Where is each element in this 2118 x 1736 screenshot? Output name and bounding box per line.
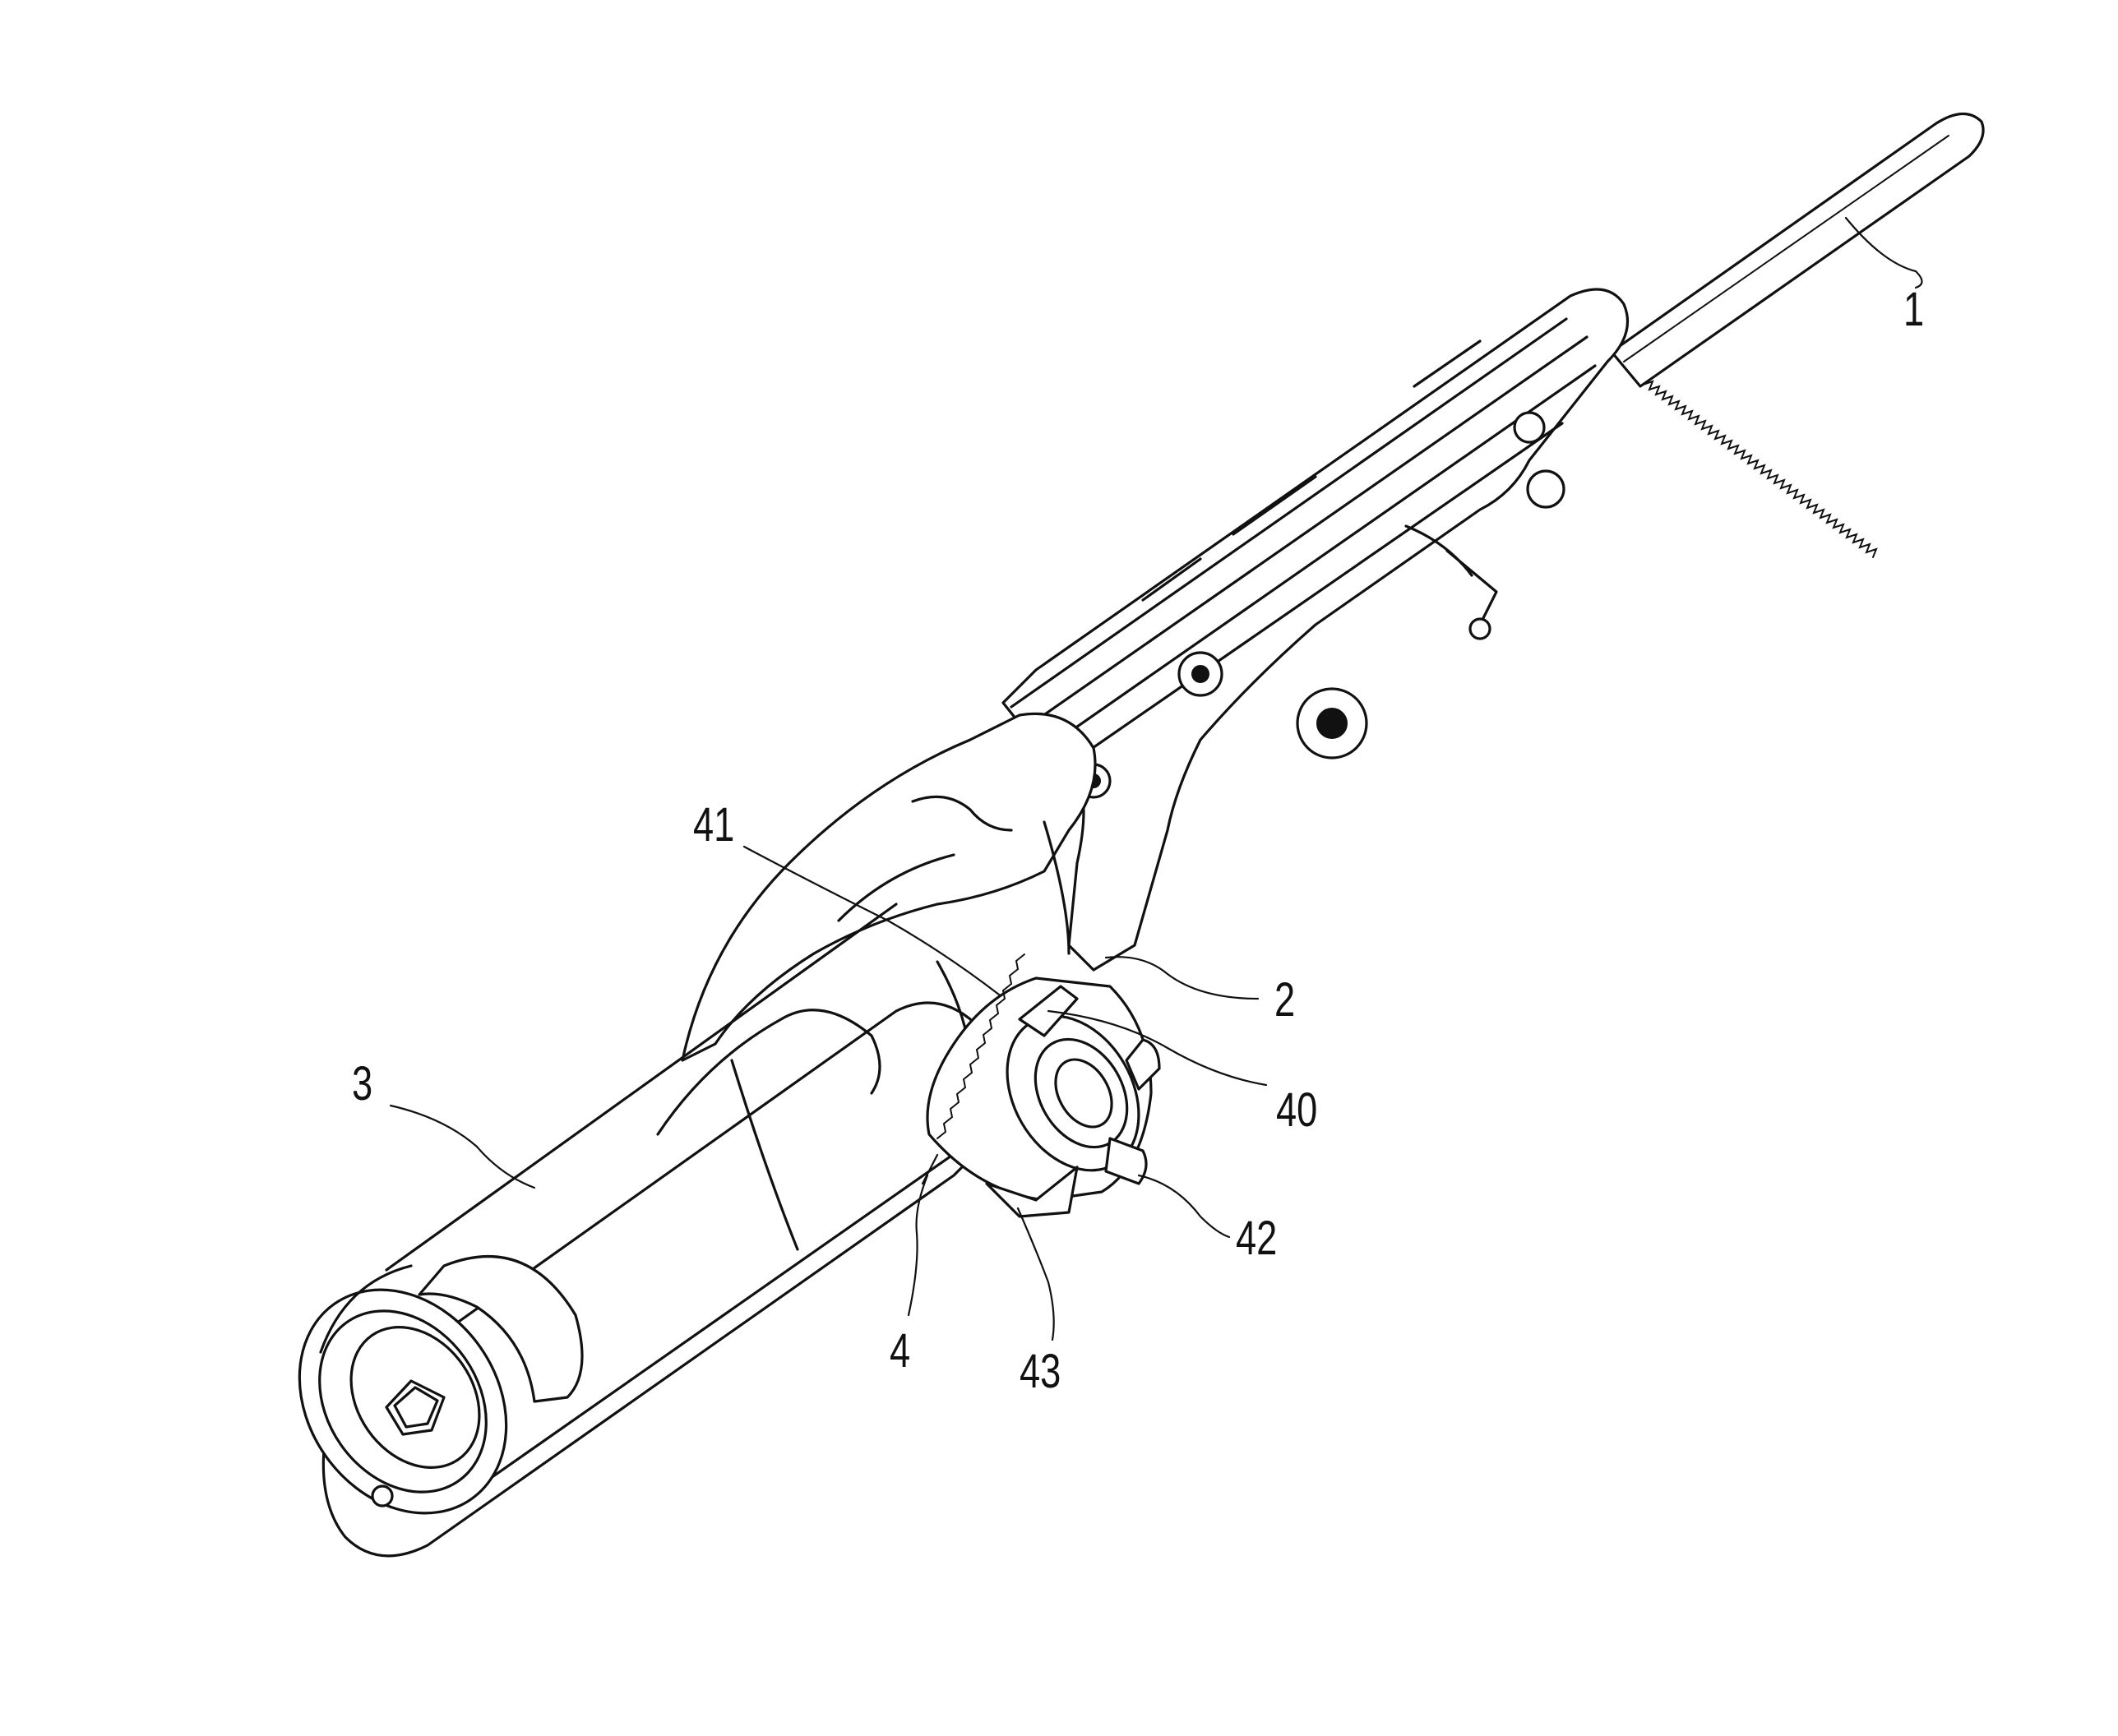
label-3: 3 — [352, 1060, 372, 1108]
leader-3 — [391, 1106, 534, 1188]
label-43: 43 — [1020, 1348, 1061, 1396]
label-41: 41 — [693, 801, 734, 849]
blade — [1612, 113, 1983, 557]
label-1: 1 — [1903, 286, 1924, 334]
label-2: 2 — [1274, 976, 1295, 1024]
adjuster-assembly — [927, 954, 1165, 1217]
label-42: 42 — [1236, 1215, 1277, 1263]
label-40: 40 — [1276, 1087, 1317, 1134]
leader-42 — [1139, 1175, 1229, 1237]
leader-43 — [1018, 1208, 1054, 1340]
arm — [1003, 289, 1628, 970]
label-4: 4 — [890, 1327, 910, 1375]
handle — [257, 904, 1006, 1556]
leader-2 — [1106, 957, 1258, 999]
blade-teeth — [1643, 381, 1876, 557]
